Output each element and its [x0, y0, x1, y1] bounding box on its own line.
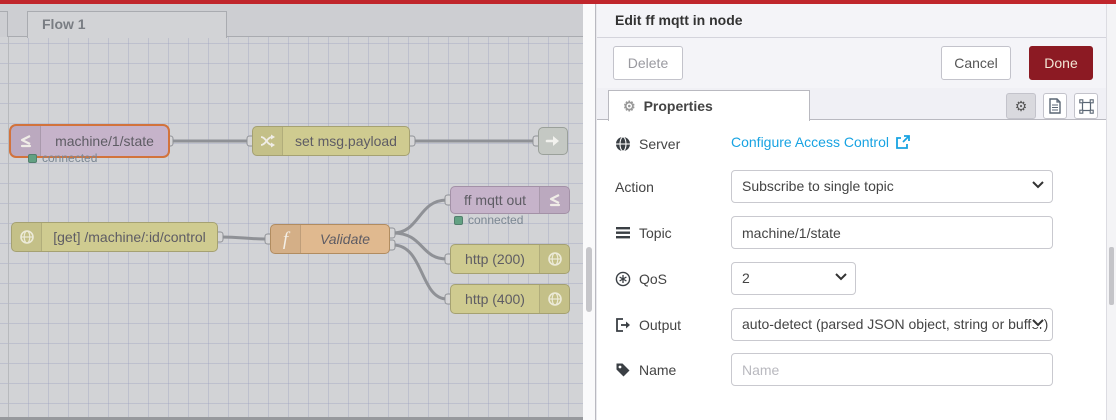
flow-tab-partial[interactable] — [0, 11, 8, 37]
wire-function-to-mqttout[interactable] — [391, 198, 449, 235]
node-http-response-200[interactable]: http (200) — [450, 244, 570, 274]
globe-icon — [539, 285, 569, 313]
tab-flow-1[interactable]: Flow 1 — [27, 11, 227, 38]
header-accent-bar — [0, 0, 1116, 4]
globe-icon — [12, 223, 42, 251]
edit-tray-title: Edit ff mqtt in node — [597, 4, 1106, 38]
configure-access-control-link[interactable]: Configure Access Control — [731, 134, 910, 150]
properties-tab-label: Properties — [643, 98, 713, 114]
node-http-response-400[interactable]: http (400) — [450, 284, 570, 314]
tray-vertical-scrollbar[interactable] — [1106, 4, 1116, 420]
topic-input[interactable] — [731, 216, 1053, 249]
status-dot-icon — [454, 215, 463, 225]
qos-field-label: QoS — [615, 269, 667, 289]
cancel-button[interactable]: Cancel — [941, 46, 1011, 80]
selected-value: Subscribe to single topic — [742, 178, 894, 194]
node-http-in[interactable]: [get] /machine/:id/control — [11, 222, 218, 252]
node-change[interactable]: set msg.payload — [252, 126, 410, 156]
show-description-button[interactable] — [1043, 93, 1067, 119]
tray-scrollbar-thumb[interactable] — [1109, 247, 1114, 305]
tag-icon — [616, 363, 630, 377]
node-label: ff mqtt out — [464, 192, 526, 208]
field-label-text: Action — [615, 179, 654, 195]
wire-function-to-http200[interactable] — [391, 231, 449, 261]
workspace-scrollbar-thumb[interactable] — [586, 247, 592, 312]
field-label-text: Output — [639, 317, 682, 333]
flow-workspace[interactable]: Flow 1 machine/1/state set msg.payload — [0, 4, 583, 420]
external-link-icon — [896, 134, 910, 149]
node-label: Validate — [319, 231, 371, 247]
status-dot-icon — [28, 153, 37, 163]
done-button[interactable]: Done — [1029, 46, 1093, 80]
link-text: Configure Access Control — [731, 134, 889, 150]
node-label: set msg.payload — [295, 133, 397, 149]
chevron-down-icon — [1032, 319, 1044, 327]
action-field-label: Action — [615, 177, 654, 197]
node-label: machine/1/state — [55, 133, 154, 149]
workspace-vertical-scrollbar[interactable] — [583, 4, 596, 420]
node-properties-form: Server Configure Access Control Action S… — [597, 120, 1106, 420]
node-mqtt-out[interactable]: ff mqtt out — [450, 186, 570, 214]
tray-button-row: Delete Cancel Done — [597, 38, 1106, 88]
show-properties-button[interactable]: ⚙ — [1006, 93, 1036, 119]
qos-select[interactable]: 2 — [731, 262, 856, 295]
status-text: connected — [42, 151, 98, 165]
delete-button[interactable]: Delete — [613, 46, 683, 80]
wire-httpin-to-function[interactable] — [219, 235, 267, 241]
node-status-mqtt-out: connected — [454, 213, 523, 227]
sign-out-icon — [616, 318, 630, 332]
wire-function-to-http400[interactable] — [391, 243, 449, 301]
field-label-text: Name — [639, 362, 677, 378]
expand-dialog-button[interactable] — [1074, 93, 1098, 119]
workspace-horizontal-scrollbar[interactable] — [0, 417, 583, 420]
flow-tab-label: Flow 1 — [42, 16, 86, 32]
node-function-validate[interactable]: f Validate — [270, 224, 390, 254]
mqtt-icon — [11, 126, 41, 156]
name-input[interactable] — [731, 353, 1053, 386]
field-label-text: Topic — [639, 225, 672, 241]
node-link-out[interactable] — [538, 127, 568, 155]
field-label-text: QoS — [639, 271, 668, 287]
document-icon — [1049, 98, 1061, 114]
workspace-left-border — [8, 37, 9, 420]
gear-icon: ⚙ — [1014, 97, 1028, 114]
mqtt-icon — [539, 187, 569, 213]
edit-node-tray: Edit ff mqtt in node Delete Cancel Done … — [597, 4, 1106, 420]
name-field-label: Name — [615, 360, 676, 380]
tab-properties[interactable]: ⚙ Properties — [608, 90, 810, 121]
node-label: http (400) — [465, 291, 525, 307]
function-icon: f — [271, 225, 301, 253]
status-text: connected — [468, 213, 524, 227]
node-status-mqtt-in: connected — [28, 151, 97, 165]
field-label-text: Server — [639, 136, 681, 152]
chevron-down-icon — [1032, 181, 1044, 189]
shuffle-icon — [253, 127, 283, 155]
expand-icon — [1078, 98, 1094, 114]
globe-icon — [616, 136, 630, 152]
output-select[interactable]: auto-detect (parsed JSON object, string … — [731, 308, 1053, 341]
node-mqtt-in-selected[interactable]: machine/1/state — [9, 124, 170, 158]
chevron-down-icon — [835, 273, 847, 281]
server-field-label: Server — [615, 134, 680, 154]
gear-icon: ⚙ — [623, 97, 636, 114]
action-select[interactable]: Subscribe to single topic — [731, 170, 1053, 203]
link-out-arrow-icon — [545, 133, 561, 149]
edit-tray-tab-bar: ⚙ Properties ⚙ — [597, 88, 1106, 121]
node-label: [get] /machine/:id/control — [53, 229, 206, 245]
selected-value: auto-detect (parsed JSON object, string … — [742, 316, 1049, 332]
qos-icon — [615, 271, 631, 287]
topic-field-label: Topic — [615, 223, 672, 243]
globe-icon — [539, 245, 569, 273]
selected-value: 2 — [742, 270, 750, 286]
topic-bars-icon — [616, 227, 630, 239]
output-field-label: Output — [615, 315, 681, 335]
node-label: http (200) — [465, 251, 525, 267]
